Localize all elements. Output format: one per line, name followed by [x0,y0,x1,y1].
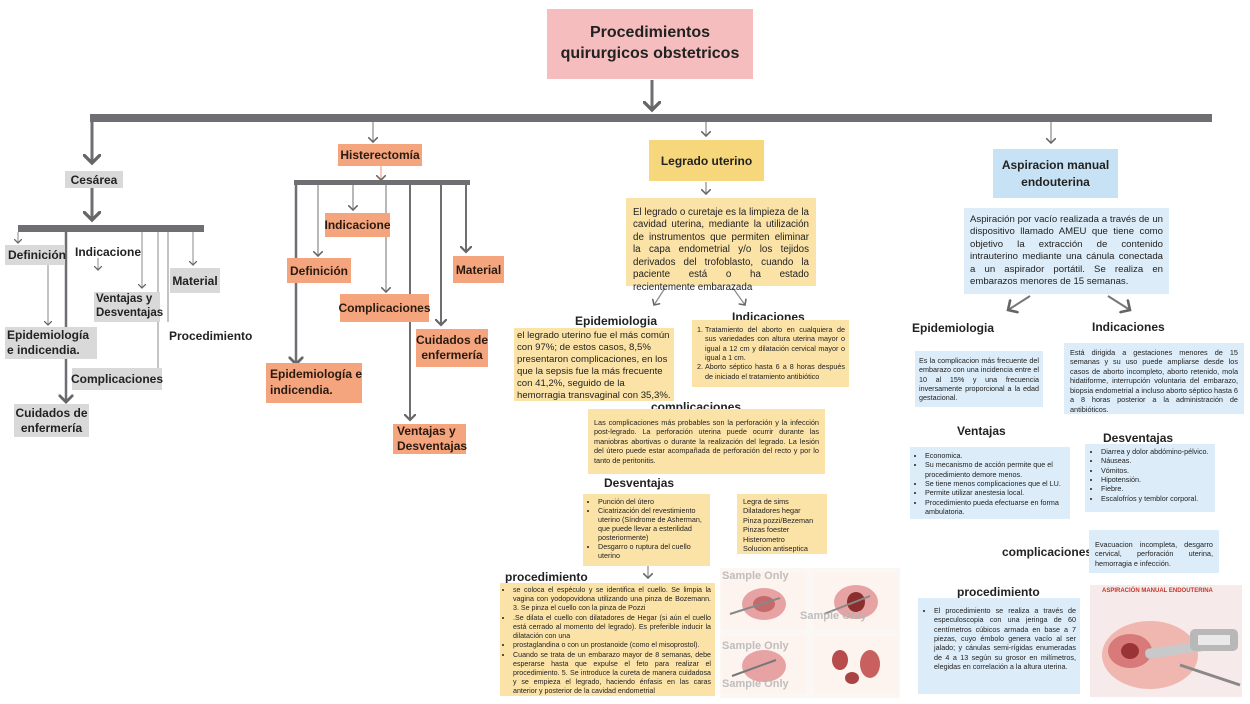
ameu-desventajas-title: Desventajas [1103,431,1174,445]
legrado-node: Legrado uterino [649,140,764,181]
watermark: Sample Only [722,640,789,652]
legrado-epidemiologia-title: Epidemiologia [575,314,658,328]
cesarea-ventajas: Ventajas y Desventajas [94,292,164,322]
cesarea-indicaciones: Indicacione [75,245,142,259]
legrado-procedimiento-item: prostaglandina o con un prostanoide (com… [513,641,711,650]
histerectomia-epidemiologia-label: Epidemiología e indicendia. [270,367,363,397]
legrado-desventaja-item: Cicatrización del revestimiento uterino … [598,506,707,542]
histerectomia-epidemiologia: Epidemiología e indicendia. [266,363,362,403]
cesarea-complicaciones: Complicaciones [70,368,164,390]
ameu-epidemiologia-text: Es la complicacion más frecuente del emb… [915,351,1043,407]
watermark: Sample Only [722,678,789,690]
histerectomia-indicaciones-label: Indicacione [324,218,391,232]
histerectomia-definicion: Definición [287,258,351,283]
ameu-epidemiologia-title: Epidemiologia [912,321,995,335]
histerectomia-node: Histerectomía [338,144,422,166]
ameu-ventaja-item: Economica. [925,451,1067,460]
histerectomia-complicaciones: Complicaciones [338,294,431,322]
ameu-indicaciones-title: Indicaciones [1092,320,1165,334]
legrado-desventajas-list: Punción del útero Cicatrización del reve… [583,494,710,566]
histerectomia-complicaciones-label: Complicaciones [338,301,431,315]
ameu-illustration-svg [1102,621,1241,689]
legrado-procedure-image: Sample Only Sample Only Sample Only Samp… [720,568,900,698]
cesarea-epidemiologia-label: Epidemiología e indicendia. [7,328,90,357]
histerectomia-cuidados: Cuidados de enfermería [416,329,488,367]
cesarea-definicion-label: Definición [8,248,67,262]
ameu-desventaja-item: Vómitos. [1101,466,1211,475]
legrado-label: Legrado uterino [660,153,753,168]
ameu-indicaciones-text: Está dirigida a gestaciones menores de 1… [1064,343,1244,414]
legrado-desventaja-item: Punción del útero [598,497,707,506]
ameu-procedimiento-title: procedimiento [957,585,1040,599]
legrado-desventajas-title: Desventajas [604,476,675,490]
cesarea-ventajas-label: Ventajas y Desventajas [96,293,164,319]
cesarea-epidemiologia: Epidemiología e indicendia. [5,327,97,359]
legrado-material-item: Legra de sims [743,497,789,506]
histerectomia-material-label: Material [455,262,502,277]
cesarea-node: Cesárea [65,171,123,188]
title-text: Procedimientos quirurgicos obstetricos [560,24,740,62]
ameu-desventaja-item: Fiebre. [1101,484,1211,493]
histerectomia-ventajas-label: Ventajas y Desventajas [397,424,468,453]
legrado-illustration-svg [722,572,898,694]
ameu-desventaja-item: Hipotensión. [1101,475,1211,484]
legrado-procedimiento-list: se coloca el espéculo y se identifica el… [500,583,715,696]
legrado-material-item: Pinza pozzi/Bezeman [743,515,814,525]
cesarea-material: Material [170,268,220,293]
cesarea-cuidados-label: Cuidados de enfermería [15,405,88,435]
cesarea-procedimiento: Procedimiento [169,329,253,343]
ameu-image-caption: ASPIRACIÓN MANUAL ENDOUTERINA [1102,588,1213,594]
ameu-node: Aspiracion manual endouterina [993,149,1118,198]
histerectomia-ventajas: Ventajas y Desventajas [393,424,468,454]
title-node: Procedimientos quirurgicos obstetricos [547,9,753,79]
legrado-indicaciones-list: Tratamiento del aborto en cualquiera de … [692,320,849,387]
histerectomia-indicaciones: Indicacione [324,213,391,237]
ameu-ventaja-item: Se tiene menos complicaciones que el LU. [925,479,1067,488]
legrado-material-item: Solucion antiseptica [743,544,808,554]
ameu-label: Aspiracion manual endouterina [1001,158,1110,189]
cesarea-material-label: Material [172,273,218,288]
ameu-ventajas-list: Economica. Su mecanismo de acción permit… [910,447,1070,519]
ameu-definition: Aspiración por vacío realizada a través … [964,208,1169,294]
ameu-desventaja-item: Escalofríos y temblor corporal. [1101,494,1211,503]
legrado-desventaja-item: Desgarro o ruptura del cuello uterino [598,542,707,560]
ameu-complicaciones-text: Evacuacion incompleta, desgarro cervical… [1089,530,1219,573]
legrado-procedimiento-item: .Se dilata el cuello con dilatadores de … [513,614,711,642]
ameu-ventaja-item: Su mecanismo de acción permite que el pr… [925,460,1067,479]
cesarea-cuidados: Cuidados de enfermería [14,404,89,437]
legrado-materiales-list: Legra de sims Dilatadores hegar Pinza po… [737,494,827,554]
histerectomia-definicion-label: Definición [289,263,348,278]
ameu-desventajas-list: Diarrea y dolor abdómino-pélvico. Náusea… [1085,444,1215,512]
legrado-procedimiento-item: se coloca el espéculo y se identifica el… [513,586,711,614]
legrado-procedimiento-item: Cuando se trata de un embarazo mayor de … [513,651,711,697]
legrado-epidemiologia-text: el legrado uterino fue el más común con … [514,328,674,401]
ameu-procedimiento-list: El procedimiento se realiza a través de … [918,598,1080,694]
histerectomia-label: Histerectomía [340,148,420,162]
ameu-desventaja-item: Náuseas. [1101,456,1211,465]
ameu-ventaja-item: Permite utilizar anestesia local. [925,488,1067,497]
cesarea-definicion: Definición [5,245,67,265]
ameu-procedure-image: ASPIRACIÓN MANUAL ENDOUTERINA [1090,585,1242,697]
ameu-ventajas-title: Ventajas [957,424,1006,438]
legrado-indicacion-item: Aborto séptico hasta 6 a 8 horas después… [705,362,845,381]
legrado-material-item: Pinzas foester [743,525,790,535]
watermark: Sample Only [722,570,789,582]
legrado-definition: El legrado o curetaje es la limpieza de … [626,198,816,293]
ameu-complicaciones-title: complicaciones [1002,545,1093,559]
legrado-indicacion-item: Tratamiento del aborto en cualquiera de … [705,325,845,362]
ameu-desventaja-item: Diarrea y dolor abdómino-pélvico. [1101,447,1211,456]
legrado-complicaciones-text: Las complicaciones más probables son la … [588,409,825,474]
cesarea-label: Cesárea [70,172,118,187]
histerectomia-cuidados-label: Cuidados de enfermería [416,333,489,362]
ameu-ventaja-item: Procedimiento pueda efectuarse en forma … [925,498,1067,517]
legrado-procedimiento-title: procedimiento [505,570,588,584]
legrado-material-item: Histerometro [743,534,785,544]
histerectomia-material: Material [453,256,504,283]
watermark: Sample Only [800,610,867,622]
ameu-procedimiento-item: El procedimiento se realiza a través de … [934,606,1076,672]
cesarea-complicaciones-label: Complicaciones [70,372,164,386]
legrado-material-item: Dilatadores hegar [743,506,801,516]
